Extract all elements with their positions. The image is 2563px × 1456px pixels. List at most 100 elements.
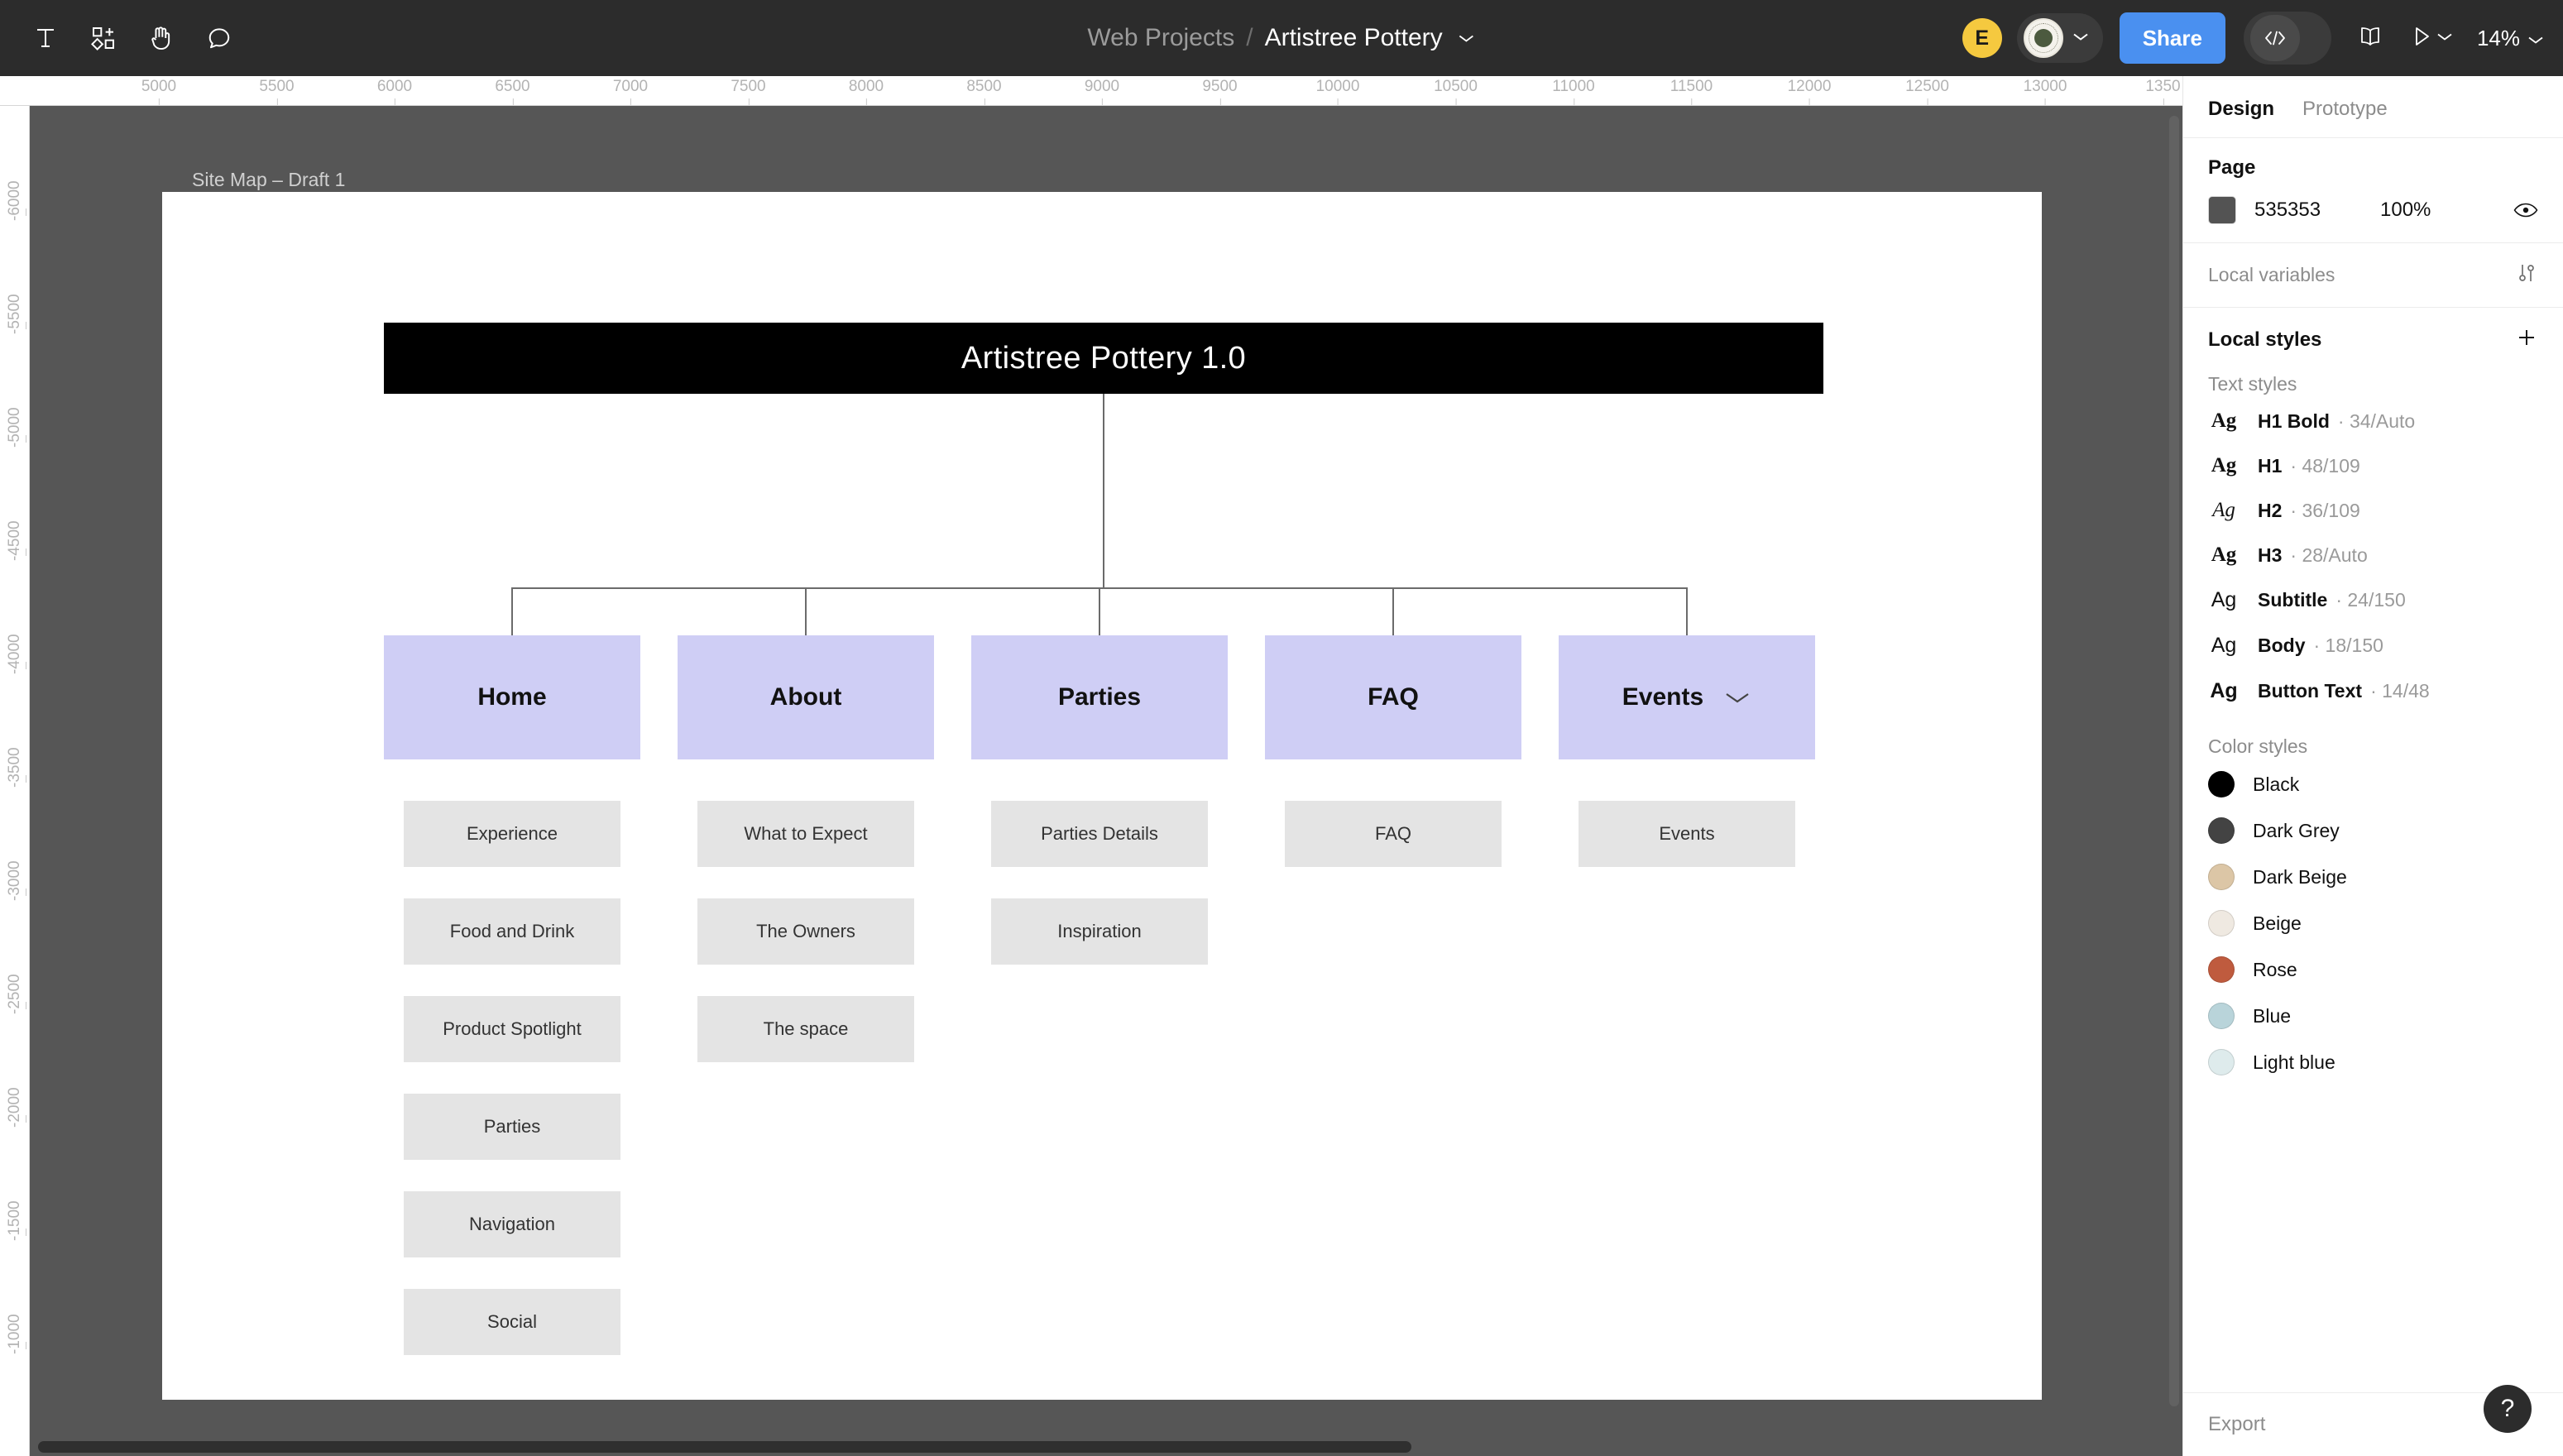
connector-branch-1 [805, 587, 807, 635]
tab-design[interactable]: Design [2208, 98, 2275, 120]
chevron-down-icon[interactable] [2527, 26, 2545, 51]
page-color-hex[interactable]: 535353 [2254, 199, 2321, 221]
present-button[interactable] [2411, 25, 2454, 52]
color-style-name: Black [2253, 773, 2300, 795]
text-style-preview-icon: Ag [2211, 544, 2237, 566]
node-sub-item[interactable]: Experience [404, 801, 620, 867]
node-sub-item[interactable]: Parties [404, 1094, 620, 1160]
chevron-down-icon[interactable] [2072, 31, 2090, 46]
ruler-tick-h: 7000 [613, 76, 648, 105]
node-sub-label: Product Spotlight [443, 1018, 582, 1039]
node-nav-label: Parties [1057, 683, 1142, 711]
node-root-label: Artistree Pottery 1.0 [961, 340, 1247, 376]
dev-mode-toggle[interactable] [2243, 12, 2331, 65]
frame-label[interactable]: Site Map – Draft 1 [192, 169, 346, 190]
components-tool-button[interactable] [76, 11, 131, 65]
node-sub-item[interactable]: Product Spotlight [404, 996, 620, 1062]
ruler-tick-h: 6000 [377, 76, 412, 105]
text-tool-button[interactable] [18, 11, 73, 65]
page-opacity[interactable]: 100% [2380, 199, 2431, 221]
text-style-name: Button Text [2258, 680, 2363, 702]
variables-settings-icon[interactable] [2515, 261, 2538, 289]
horizontal-scrollbar[interactable] [38, 1441, 1411, 1453]
text-style-meta: · 18/150 [2313, 635, 2383, 656]
text-style-meta: · 14/48 [2370, 680, 2430, 702]
ruler-tick-v: -1000 [0, 1314, 29, 1360]
comment-tool-button[interactable] [192, 11, 247, 65]
node-sub-label: Social [487, 1311, 537, 1332]
avatar[interactable]: E [1962, 18, 2002, 58]
node-nav-home[interactable]: Home [384, 635, 640, 759]
design-canvas[interactable]: Site Map – Draft 1 Artistree Pottery 1.0… [30, 106, 2182, 1456]
color-swatch [2208, 817, 2235, 844]
page-section-title: Page [2208, 156, 2256, 179]
text-style-preview-icon: Ag [2211, 454, 2237, 477]
code-icon [2249, 15, 2300, 61]
chevron-down-icon[interactable] [2436, 31, 2454, 46]
color-style-row[interactable]: Blue [2183, 993, 2563, 1039]
node-sub-item[interactable]: The Owners [697, 898, 914, 965]
chevron-down-icon[interactable] [1723, 689, 1751, 706]
visibility-eye-icon[interactable] [2513, 201, 2538, 219]
node-sub-item[interactable]: Events [1579, 801, 1795, 867]
node-nav-parties[interactable]: Parties [971, 635, 1228, 759]
node-root[interactable]: Artistree Pottery 1.0 [384, 323, 1823, 394]
chevron-down-icon[interactable] [1458, 32, 1476, 44]
node-sub-label: Food and Drink [449, 921, 575, 941]
text-style-name: Body [2258, 635, 2306, 656]
add-style-icon[interactable] [2515, 326, 2538, 353]
node-sub-item[interactable]: Food and Drink [404, 898, 620, 965]
team-avatar-group[interactable] [2016, 13, 2103, 63]
local-styles-title: Local styles [2208, 328, 2322, 351]
node-sub-item[interactable]: Social [404, 1289, 620, 1355]
color-style-name: Rose [2253, 958, 2297, 980]
book-icon [2356, 25, 2384, 52]
ruler-tick-h: 10500 [1434, 76, 1478, 105]
zoom-control[interactable]: 14% [2477, 26, 2545, 51]
node-sub-item[interactable]: What to Expect [697, 801, 914, 867]
share-button[interactable]: Share [2119, 12, 2225, 64]
node-nav-faq[interactable]: FAQ [1265, 635, 1521, 759]
color-style-row[interactable]: Dark Beige [2183, 854, 2563, 900]
node-sub-item[interactable]: FAQ [1285, 801, 1502, 867]
connector-branch-0 [511, 587, 513, 635]
color-style-row[interactable]: Dark Grey [2183, 807, 2563, 854]
node-nav-label: FAQ [1368, 683, 1419, 711]
node-nav-events[interactable]: Events [1559, 635, 1815, 759]
local-variables-section[interactable]: Local variables [2183, 243, 2563, 308]
text-style-meta: · 48/109 [2290, 454, 2360, 477]
vertical-scrollbar[interactable] [2169, 116, 2179, 1406]
node-sub-item[interactable]: Inspiration [991, 898, 1208, 965]
hand-tool-button[interactable] [134, 11, 189, 65]
node-sub-label: Inspiration [1057, 921, 1142, 941]
color-style-row[interactable]: Black [2183, 761, 2563, 807]
node-sub-item[interactable]: Parties Details [991, 801, 1208, 867]
node-sub-item[interactable]: Navigation [404, 1191, 620, 1257]
comment-icon [207, 26, 232, 50]
page-fill-row: 535353 100% [2208, 196, 2538, 224]
toolbar-tools [0, 11, 247, 65]
color-style-name: Beige [2253, 912, 2302, 934]
components-icon [90, 25, 117, 51]
node-nav-about[interactable]: About [678, 635, 934, 759]
color-style-row[interactable]: Rose [2183, 946, 2563, 993]
color-style-row[interactable]: Light blue [2183, 1039, 2563, 1085]
page-color-swatch[interactable] [2208, 196, 2236, 224]
breadcrumb-project[interactable]: Web Projects [1087, 24, 1235, 51]
breadcrumb-file[interactable]: Artistree Pottery [1264, 24, 1443, 51]
node-sub-item[interactable]: The space [697, 996, 914, 1062]
library-button[interactable] [2345, 12, 2396, 64]
text-style-name: H2 [2258, 499, 2283, 521]
connector-branch-4 [1686, 587, 1688, 635]
help-button[interactable]: ? [2484, 1385, 2532, 1433]
tab-prototype[interactable]: Prototype [2302, 98, 2388, 120]
color-style-row[interactable]: Beige [2183, 900, 2563, 946]
